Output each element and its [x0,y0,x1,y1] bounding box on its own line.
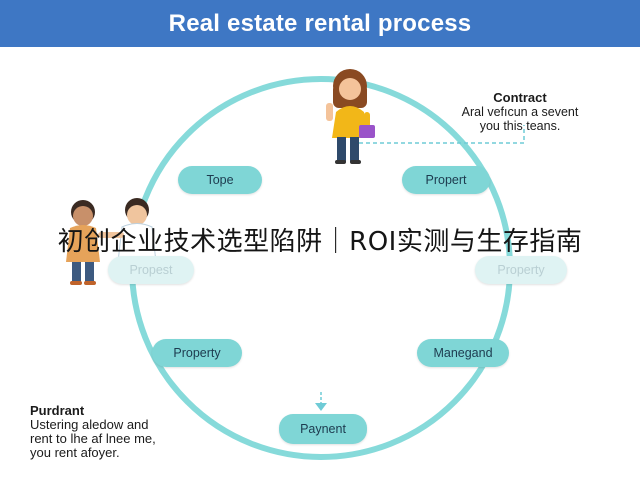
payment-arrow [315,403,327,411]
woman-figure [326,69,375,164]
diagram-title: Real estate rental process [168,10,472,37]
node-tope: Tope [178,166,262,194]
node-property-left: Property [152,339,242,367]
purdrant-line-1: Ustering aledow and [30,417,149,432]
node-property-right: Property [475,256,567,284]
node-payment: Paynent [279,414,367,444]
contract-heading: Contract [493,90,547,105]
purdrant-line-2: rent to lhe af lnee me, [30,431,156,446]
contract-line-1: Aral vefıcun a sevent [461,105,579,119]
node-propest: Propest [108,256,194,284]
node-manegand: Manegand [417,339,509,367]
purdrant-line-3: you rent afoyer. [30,445,120,460]
men-figures [66,198,157,285]
contract-note: Contract Aral vefıcun a sevent you this … [440,90,600,134]
cycle-diagram [66,69,525,460]
contract-connector [352,125,525,144]
overlay-caption: 初创企业技术选型陷阱｜ROI实测与生存指南 [57,227,583,257]
node-propert: Propert [402,166,490,194]
header-bar: Real estate rental process [0,0,640,47]
contract-line-2: you this teans. [479,119,561,133]
purdrant-heading: Purdrant [30,403,85,418]
purdrant-note: Purdrant Ustering aledow and rent to lhe… [30,404,240,460]
